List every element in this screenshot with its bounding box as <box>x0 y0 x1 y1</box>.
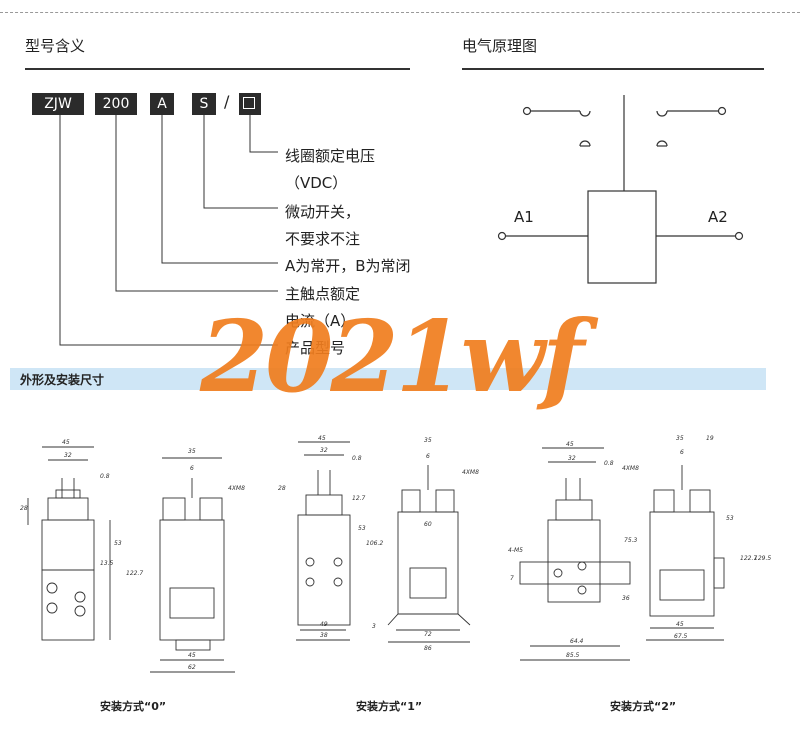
desc-switch-line2: 不要求不注 <box>285 230 361 248</box>
dim-2-4xm8: 4XM8 <box>622 465 639 472</box>
code-contact: A <box>150 93 174 115</box>
terminal-a2: A2 <box>708 208 728 226</box>
code-coil-placeholder <box>239 93 261 115</box>
drawing-mount2-side <box>519 447 631 661</box>
dim-1-1062: 106.2 <box>366 540 383 547</box>
dim-2-855: 85.5 <box>566 652 580 659</box>
dim-2-753: 75.3 <box>624 537 638 544</box>
leader-current <box>115 115 278 292</box>
watermark: 2021wf <box>200 300 584 415</box>
dim-0-45b: 45 <box>188 652 196 659</box>
dim-2-45: 45 <box>566 441 574 448</box>
dim-2-1227: 122.7 <box>740 555 757 562</box>
section-title-schematic: 电气原理图 <box>462 37 538 55</box>
dim-2-19: 19 <box>706 435 714 442</box>
dim-2-53: 53 <box>726 515 734 522</box>
dim-1-60: 60 <box>424 521 432 528</box>
desc-coil-line2: （VDC） <box>285 174 348 192</box>
code-series: ZJW <box>32 93 84 115</box>
code-switch: S <box>192 93 216 115</box>
leader-contact <box>161 115 278 264</box>
leader-model <box>59 115 278 346</box>
dim-1-08: 0.8 <box>352 455 362 462</box>
dimensions-title: 外形及安装尺寸 <box>20 373 105 387</box>
dim-2-1295: 129.5 <box>754 555 771 562</box>
dim-1-72: 72 <box>424 631 432 638</box>
desc-model: 产品型号 <box>285 339 346 357</box>
dim-1-38: 38 <box>320 632 328 639</box>
dim-2-08: 0.8 <box>604 460 614 467</box>
section-rule-left <box>25 68 410 70</box>
dim-0-45: 45 <box>62 439 70 446</box>
dim-0-1227: 122.7 <box>126 570 143 577</box>
dim-1-86: 86 <box>424 645 432 652</box>
code-current: 200 <box>95 93 137 115</box>
desc-switch-line1: 微动开关， <box>285 203 361 221</box>
drawing-mount1-front <box>387 465 471 643</box>
dimensions-header: 外形及安装尺寸 <box>10 368 766 390</box>
drawing-mount1-side <box>296 441 351 641</box>
dim-2-675: 67.5 <box>674 633 688 640</box>
dim-1-45: 45 <box>318 435 326 442</box>
drawing-mount0-side <box>27 446 111 641</box>
terminal-a1: A1 <box>514 208 534 226</box>
drawing-mount2-front <box>646 465 725 641</box>
dim-1-127: 12.7 <box>352 495 366 502</box>
top-divider <box>0 12 800 13</box>
caption-mount-0: 安装方式“0” <box>100 700 167 713</box>
schematic <box>497 95 744 284</box>
code-separator: / <box>224 92 230 111</box>
dim-1-53: 53 <box>358 525 366 532</box>
dim-2-35: 35 <box>676 435 684 442</box>
dim-0-08: 0.8 <box>100 473 110 480</box>
dim-2-644: 64.4 <box>570 638 584 645</box>
dim-2-7: 7 <box>510 575 514 582</box>
dim-1-35: 35 <box>424 437 432 444</box>
section-title-model-meaning: 型号含义 <box>25 37 86 55</box>
desc-contact: A为常开，B为常闭 <box>285 257 411 275</box>
dim-1-32: 32 <box>320 447 328 454</box>
leader-coil <box>249 115 278 153</box>
dim-0-135: 13.5 <box>100 560 114 567</box>
dim-2-4m5: 4-M5 <box>508 547 523 554</box>
dim-1-49: 49 <box>320 621 328 628</box>
dim-0-35: 35 <box>188 448 196 455</box>
desc-current-line2: 电流（A） <box>285 312 356 330</box>
dim-1-3: 3 <box>372 623 376 630</box>
dim-0-53: 53 <box>114 540 122 547</box>
leader-switch <box>203 115 278 209</box>
dim-0-6: 6 <box>190 465 194 472</box>
caption-mount-2: 安装方式“2” <box>610 700 677 713</box>
dim-0-62: 62 <box>188 664 196 671</box>
dim-2-45: 45 <box>676 621 684 628</box>
drawing-mount0-front <box>150 457 235 673</box>
dim-2-36: 36 <box>622 595 630 602</box>
dim-0-28: 28 <box>20 505 28 512</box>
dim-1-28: 28 <box>278 485 286 492</box>
dim-2-32: 32 <box>568 455 576 462</box>
dim-1-4xm8: 4XM8 <box>462 469 479 476</box>
caption-mount-1: 安装方式“1” <box>356 700 423 713</box>
desc-current-line1: 主触点额定 <box>285 285 361 303</box>
dim-1-6: 6 <box>426 453 430 460</box>
dim-0-32: 32 <box>64 452 72 459</box>
dim-2-6: 6 <box>680 449 684 456</box>
desc-coil-line1: 线圈额定电压 <box>285 147 376 165</box>
dim-0-4xm8: 4XM8 <box>228 485 245 492</box>
section-rule-right <box>462 68 764 70</box>
